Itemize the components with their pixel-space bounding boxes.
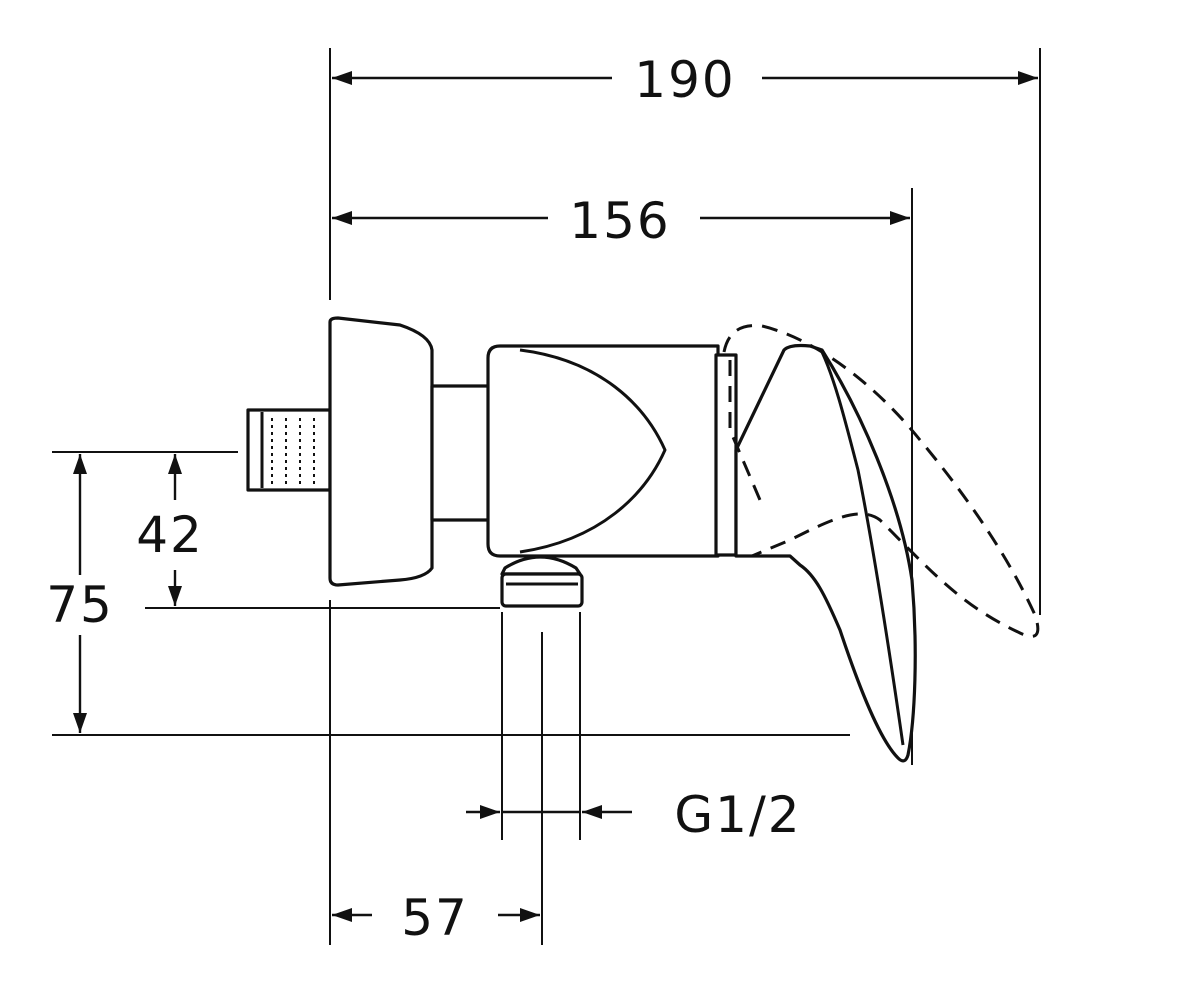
outlet-nozzle <box>500 555 584 608</box>
thread-label: G1/2 <box>674 786 801 844</box>
dimension-overall-width: 190 <box>332 51 1038 109</box>
body-ring <box>714 353 738 557</box>
faucet-body <box>246 316 1040 763</box>
dimension-thread: G1/2 <box>466 786 801 844</box>
dimension-label-57: 57 <box>401 889 469 947</box>
threaded-inlet <box>246 408 332 492</box>
dimension-total-height: 75 <box>46 454 114 733</box>
extension-lines <box>52 48 1041 945</box>
dimension-outlet-height: 42 <box>136 454 204 606</box>
dimension-label-75: 75 <box>46 576 114 634</box>
lever-alternate-position <box>722 324 1040 638</box>
mixer-body <box>486 344 720 558</box>
wall-flange <box>328 316 434 587</box>
body-shading-curve <box>519 348 667 554</box>
dimension-body-width: 156 <box>332 192 910 250</box>
connector-neck <box>430 384 492 522</box>
dimension-label-42: 42 <box>136 506 204 564</box>
dimension-outlet-offset: 57 <box>332 889 540 947</box>
lever-handle <box>734 343 917 763</box>
lever-inner-edge <box>820 351 905 746</box>
dimension-label-190: 190 <box>634 51 735 109</box>
dimension-label-156: 156 <box>569 192 670 250</box>
